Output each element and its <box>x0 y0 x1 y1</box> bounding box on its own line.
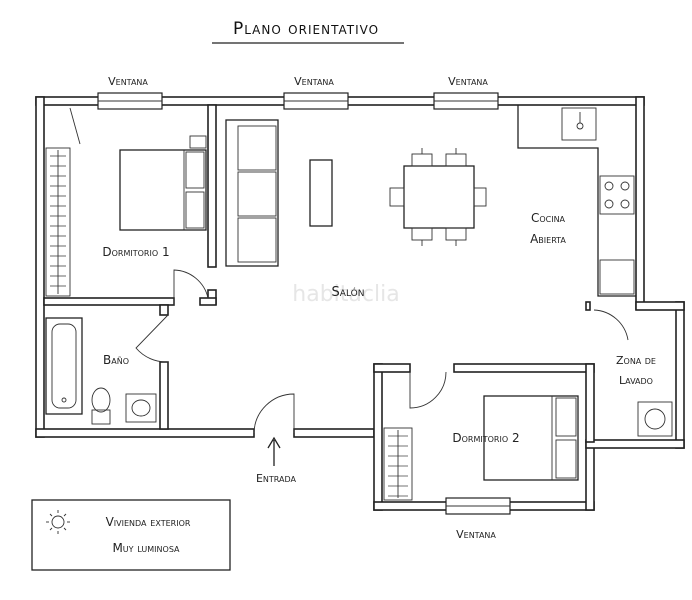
window-label-3: Ventana <box>448 75 488 88</box>
room-label-dormitorio-1: Dormitorio 1 <box>102 245 169 259</box>
window-label-1: Ventana <box>108 75 148 88</box>
bathtub-icon <box>45 317 83 415</box>
door-entrance <box>253 393 295 434</box>
kitchen-counter <box>517 105 636 297</box>
room-label-cocina-2: Abierta <box>530 232 566 246</box>
door-bathroom <box>135 314 169 363</box>
stove-icon <box>599 175 635 215</box>
room-label-zona-1: Zona de <box>616 354 656 367</box>
door-bedroom-2 <box>409 371 447 409</box>
watermark: habitaclia <box>292 282 399 307</box>
legend-box: Vivienda exterior Muy luminosa <box>31 499 231 571</box>
legend-line-1: Vivienda exterior <box>106 515 191 529</box>
washing-machine-icon <box>637 401 673 437</box>
interior-walls <box>43 104 595 443</box>
window-label-4: Ventana <box>456 528 496 541</box>
sink-icon <box>561 107 597 141</box>
sun-icon <box>46 510 70 534</box>
bedroom-2-furniture <box>383 371 579 501</box>
room-label-bano: Baño <box>103 353 129 367</box>
laundry-area <box>593 309 673 437</box>
bathroom-fixtures <box>45 317 157 425</box>
door-bedroom-1 <box>173 269 209 305</box>
plan-title: Plano orientativo <box>233 19 379 39</box>
room-label-cocina-1: Cocina <box>531 211 566 225</box>
dining-table <box>389 148 487 246</box>
room-label-dormitorio-2: Dormitorio 2 <box>452 431 519 445</box>
room-label-zona-2: Lavado <box>619 374 653 387</box>
washbasin-icon <box>125 393 157 423</box>
bedroom-1-furniture <box>45 107 207 297</box>
window-label-2: Ventana <box>294 75 334 88</box>
salon-furniture <box>225 119 333 267</box>
room-label-entrada: Entrada <box>256 472 297 485</box>
entrance-arrow <box>267 436 281 466</box>
toilet-icon <box>91 409 111 425</box>
room-label-salon: Salón <box>332 285 365 300</box>
legend-line-2: Muy luminosa <box>112 541 180 555</box>
windows <box>97 92 511 515</box>
